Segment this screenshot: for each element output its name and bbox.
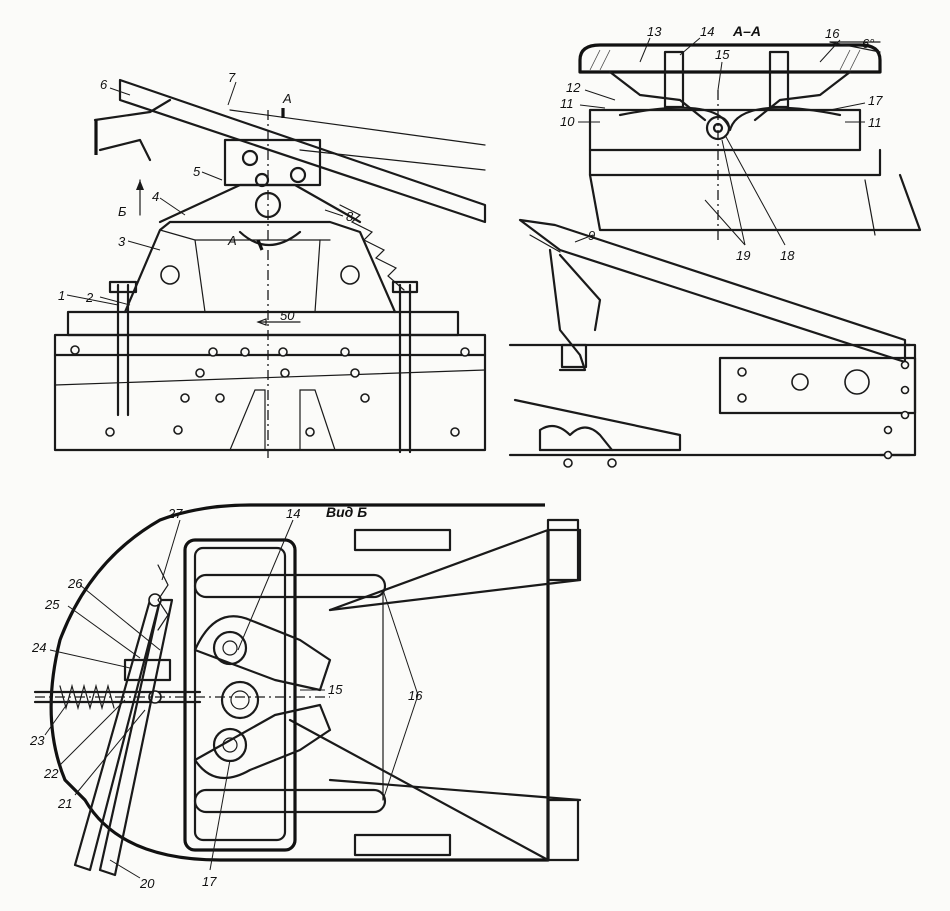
callout-21: 21 — [57, 796, 72, 811]
view-b-plan — [33, 503, 582, 877]
callout-16-top: 16 — [825, 26, 840, 41]
callout-26: 26 — [67, 576, 83, 591]
callout-4: 4 — [152, 189, 159, 204]
callout-2: 2 — [85, 290, 94, 305]
callout-17-top: 17 — [868, 93, 883, 108]
dimension-label: 50 — [280, 308, 295, 323]
callout-11-right: 11 — [868, 115, 882, 130]
view-mark: Б — [118, 204, 127, 219]
lever-assembly — [508, 218, 917, 468]
callout-20: 20 — [139, 876, 155, 891]
callout-11-left: 11 — [560, 96, 574, 111]
callout-7: 7 — [228, 70, 236, 85]
side-view — [53, 78, 487, 458]
callout-1: 1 — [58, 288, 65, 303]
mounting-bracket — [123, 220, 397, 314]
callout-18: 18 — [780, 248, 795, 263]
leader-lines — [44, 37, 866, 879]
callout-15-top: 15 — [715, 47, 730, 62]
callout-27: 27 — [167, 506, 183, 521]
callout-12: 12 — [566, 80, 581, 95]
plate-outline — [49, 503, 550, 862]
section-mark-top: А — [282, 91, 292, 106]
control-lever — [518, 218, 907, 364]
callout-25: 25 — [44, 597, 60, 612]
callout-9: 9 — [588, 228, 595, 243]
callout-19: 19 — [736, 248, 750, 263]
section-title: А–А — [732, 23, 761, 39]
callout-23: 23 — [29, 733, 45, 748]
callout-5: 5 — [193, 164, 201, 179]
view-title: Вид Б — [326, 504, 367, 520]
callout-14-top: 14 — [700, 24, 714, 39]
callout-24: 24 — [31, 640, 46, 655]
callout-17-bottom: 17 — [202, 874, 217, 889]
callout-3: 3 — [118, 234, 126, 249]
labels: А–А Вид Б А А Б 50 6° 1 2 3 4 5 6 7 8 9 … — [29, 23, 883, 891]
callout-13: 13 — [647, 24, 662, 39]
callout-10: 10 — [560, 114, 575, 129]
angle-label: 6° — [862, 36, 874, 51]
callout-22: 22 — [43, 766, 59, 781]
section-view-aa — [578, 41, 922, 240]
section-mark-bottom: А — [227, 233, 237, 248]
callout-15-bottom: 15 — [328, 682, 343, 697]
saddle-plate — [66, 310, 460, 337]
callout-14-bottom: 14 — [286, 506, 300, 521]
frame-rail — [53, 333, 487, 452]
callout-8: 8 — [346, 209, 354, 224]
callout-16-bottom: 16 — [408, 688, 423, 703]
callout-6: 6 — [100, 77, 108, 92]
fifth-wheel-plate — [118, 78, 487, 224]
